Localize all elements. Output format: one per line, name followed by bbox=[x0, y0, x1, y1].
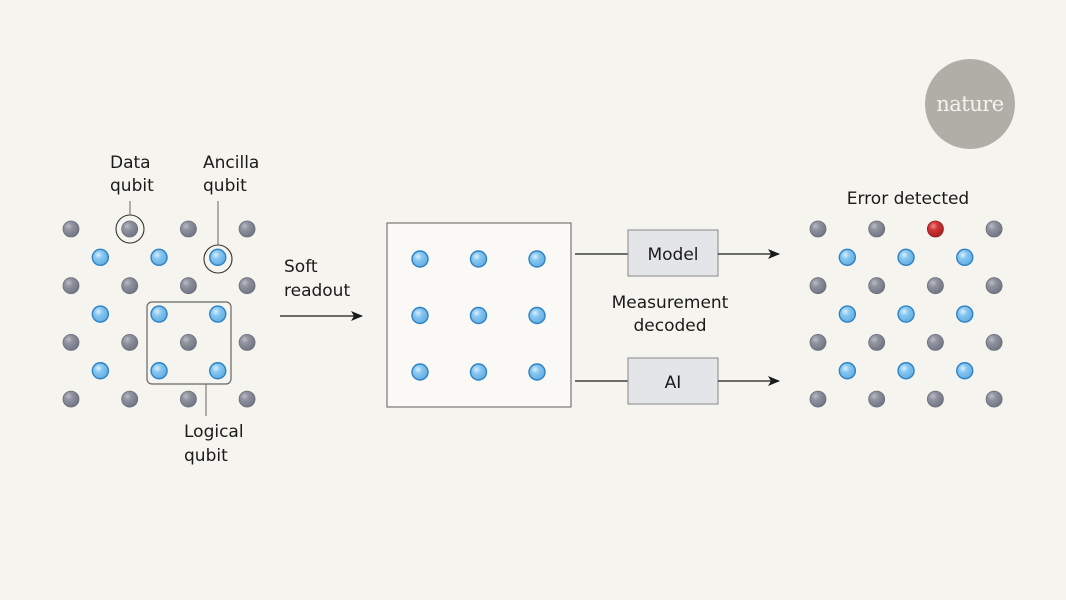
data-qubit bbox=[179, 220, 197, 238]
ancilla-qubit bbox=[897, 362, 915, 380]
data-qubit bbox=[809, 220, 827, 238]
data-qubit-label-line2: qubit bbox=[110, 176, 154, 196]
model-label: Model bbox=[647, 245, 698, 265]
readout-qubit bbox=[528, 363, 546, 381]
data-qubit-label-line1: Data bbox=[110, 153, 151, 173]
error-detected-title: Error detected bbox=[847, 189, 969, 209]
data-qubit bbox=[868, 390, 886, 408]
ancilla-qubit-label-line1: Ancilla bbox=[203, 153, 259, 173]
data-qubit bbox=[927, 333, 944, 351]
ancilla-qubit bbox=[897, 305, 915, 323]
ancilla-qubit bbox=[838, 362, 857, 380]
ancilla-qubit bbox=[91, 248, 110, 267]
ancilla-qubit bbox=[956, 305, 974, 323]
data-qubit bbox=[179, 277, 197, 295]
ai-label: AI bbox=[665, 373, 682, 393]
ancilla-qubit bbox=[209, 248, 227, 267]
ancilla-qubit bbox=[150, 248, 168, 267]
data-qubit bbox=[179, 333, 197, 351]
data-qubit bbox=[868, 220, 886, 238]
data-qubit bbox=[238, 333, 256, 351]
data-qubit bbox=[121, 277, 139, 295]
data-qubit bbox=[985, 390, 1003, 408]
logical-qubit-box bbox=[146, 301, 232, 385]
measurement-decoded-label-line1: Measurement bbox=[612, 293, 729, 313]
data-qubit bbox=[809, 333, 827, 351]
data-qubit bbox=[809, 277, 827, 295]
right-qubit-grid bbox=[809, 220, 1003, 408]
readout-qubit bbox=[411, 363, 429, 381]
ancilla-qubit-label-line2: qubit bbox=[203, 176, 247, 196]
ancilla-qubit bbox=[209, 362, 227, 380]
ancilla-qubit bbox=[91, 305, 110, 323]
data-qubit bbox=[927, 277, 944, 295]
data-qubit bbox=[985, 220, 1003, 238]
data-qubit bbox=[868, 333, 886, 351]
data-qubit bbox=[927, 390, 944, 408]
data-qubit bbox=[985, 277, 1003, 295]
ancilla-qubit bbox=[209, 305, 227, 323]
data-qubit bbox=[985, 333, 1003, 351]
data-qubit bbox=[238, 220, 256, 238]
readout-qubit bbox=[469, 250, 488, 268]
ancilla-qubit bbox=[150, 305, 168, 323]
data-qubit bbox=[62, 333, 80, 351]
logo-circle bbox=[925, 59, 1015, 149]
data-qubit bbox=[238, 277, 256, 295]
soft-readout-label-line2: readout bbox=[284, 281, 350, 301]
readout-qubit bbox=[528, 250, 546, 268]
data-qubit bbox=[62, 277, 80, 295]
data-qubit bbox=[238, 390, 256, 408]
ancilla-qubit bbox=[838, 248, 857, 267]
ancilla-qubit bbox=[956, 248, 974, 267]
left-qubit-grid bbox=[62, 220, 256, 408]
logical-qubit-label-line2: qubit bbox=[184, 446, 228, 466]
ancilla-qubit bbox=[91, 362, 110, 380]
measurement-decoded-label-line2: decoded bbox=[633, 316, 706, 336]
data-qubit bbox=[809, 390, 827, 408]
model-box bbox=[627, 229, 719, 277]
data-qubit bbox=[121, 390, 139, 408]
ancilla-qubit bbox=[838, 305, 857, 323]
readout-qubit bbox=[411, 250, 429, 268]
readout-qubit-grid bbox=[411, 250, 546, 381]
nature-logo: nature bbox=[925, 59, 1015, 149]
ancilla-qubit bbox=[897, 248, 915, 267]
data-qubit bbox=[179, 390, 197, 408]
ai-box bbox=[627, 357, 719, 405]
readout-qubit bbox=[411, 306, 429, 325]
ancilla-qubit bbox=[956, 362, 974, 380]
data-qubit bbox=[62, 390, 80, 408]
ancilla-qubit bbox=[150, 362, 168, 380]
data-qubit bbox=[868, 277, 886, 295]
data-qubit bbox=[121, 220, 139, 238]
logo-text: nature bbox=[936, 92, 1004, 116]
data-qubit bbox=[62, 220, 80, 238]
readout-qubit bbox=[528, 306, 546, 325]
readout-qubit bbox=[469, 306, 488, 325]
data-qubit bbox=[121, 333, 139, 351]
error-qubit bbox=[927, 220, 944, 238]
logical-qubit-label-line1: Logical bbox=[184, 422, 244, 442]
soft-readout-label-line1: Soft bbox=[284, 257, 318, 277]
readout-qubit bbox=[469, 363, 488, 381]
